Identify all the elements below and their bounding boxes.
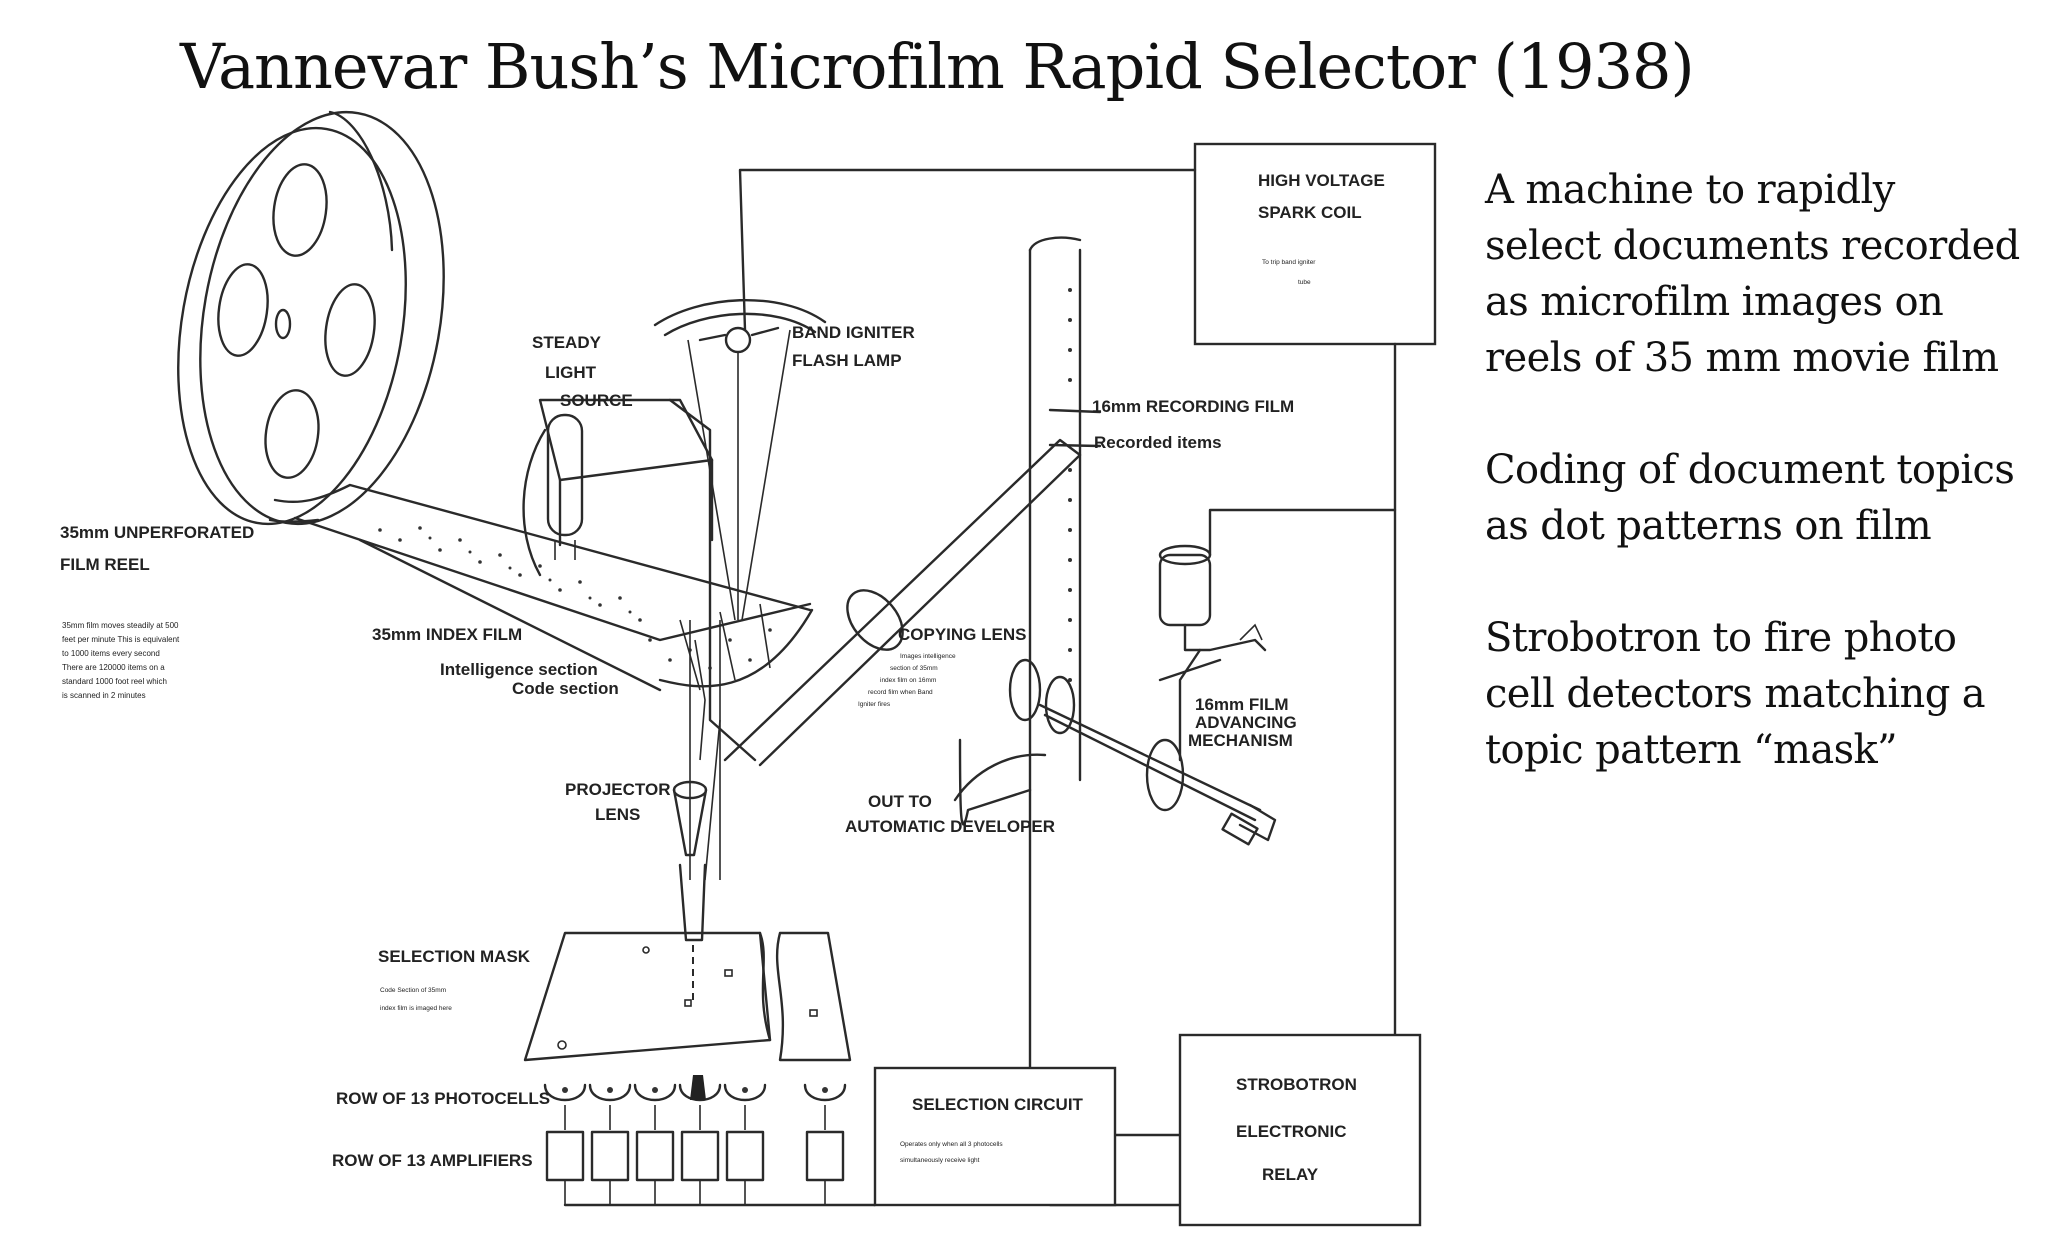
label-film-reel-1: 35mm UNPERFORATED	[60, 523, 254, 542]
label-recording-film: 16mm RECORDING FILM	[1092, 397, 1294, 416]
label-index-film: 35mm INDEX FILM	[372, 625, 522, 644]
label-selection-mask: SELECTION MASK	[378, 947, 531, 966]
mask-note-1: Code Section of 35mm	[380, 987, 446, 994]
point-rapid-selection: A machine to rapidly select documents re…	[1485, 162, 2045, 386]
label-projector-lens-1: PROJECTOR	[565, 780, 671, 799]
reel-note-2: feet per minute This is equivalent	[62, 635, 180, 644]
high-voltage-note-2: tube	[1298, 279, 1311, 286]
reel-note-6: is scanned in 2 minutes	[62, 691, 146, 700]
label-out-to-1: OUT TO	[868, 792, 932, 811]
flash-lamp	[655, 300, 825, 620]
recording-film	[955, 238, 1100, 1070]
copying-note-4: record film when Band	[868, 689, 933, 696]
point-topic-coding: Coding of document topics as dot pattern…	[1485, 442, 2045, 554]
label-strobotron-1: STROBOTRON	[1236, 1075, 1357, 1094]
label-steady-light-1: STEADY	[532, 333, 602, 352]
reel-note-5: standard 1000 foot reel which	[62, 677, 167, 686]
film-reel-drawing	[149, 93, 474, 544]
reel-note-3: to 1000 items every second	[62, 649, 160, 658]
label-film-advancing-3: MECHANISM	[1188, 731, 1293, 750]
description-points: A machine to rapidly select documents re…	[1485, 162, 2045, 834]
selection-note-1: Operates only when all 3 photocells	[900, 1141, 1003, 1148]
selection-mask	[525, 933, 850, 1060]
label-code-section: Code section	[512, 679, 619, 698]
selection-note-2: simultaneously receive light	[900, 1157, 980, 1164]
label-projector-lens-2: LENS	[595, 805, 640, 824]
label-strobotron-3: RELAY	[1262, 1165, 1319, 1184]
label-intelligence-section: Intelligence section	[440, 660, 598, 679]
label-band-igniter-1: BAND IGNITER	[792, 323, 915, 342]
label-steady-light-2: LIGHT	[545, 363, 597, 382]
reel-note-4: There are 120000 items on a	[62, 663, 165, 672]
label-film-reel-2: FILM REEL	[60, 555, 150, 574]
label-out-to-2: AUTOMATIC DEVELOPER	[845, 817, 1055, 836]
high-voltage-note-1: To trip band igniter	[1262, 259, 1316, 266]
mask-note-2: index film is imaged here	[380, 1005, 452, 1012]
label-selection-circuit: SELECTION CIRCUIT	[912, 1095, 1084, 1114]
reel-note-1: 35mm film moves steadily at 500	[62, 621, 179, 630]
label-amplifiers: ROW OF 13 AMPLIFIERS	[332, 1151, 533, 1170]
label-film-advancing-1: 16mm FILM	[1195, 695, 1289, 714]
label-photocells: ROW OF 13 PHOTOCELLS	[336, 1089, 550, 1108]
amplifier-row	[547, 1105, 875, 1205]
label-copying-lens: COPYING LENS	[898, 625, 1026, 644]
label-strobotron-2: ELECTRONIC	[1236, 1122, 1347, 1141]
label-high-voltage-2: SPARK COIL	[1258, 203, 1362, 222]
label-high-voltage-1: HIGH VOLTAGE	[1258, 171, 1385, 190]
copying-note-2: section of 35mm	[890, 665, 938, 672]
point-strobotron: Strobotron to fire photo cell detectors …	[1485, 610, 2045, 778]
label-film-advancing-2: ADVANCING	[1195, 713, 1297, 732]
label-recorded-items: Recorded items	[1094, 433, 1222, 452]
copying-note-1: Images intelligence	[900, 653, 956, 660]
copying-note-5: Igniter fires	[858, 701, 891, 708]
label-steady-light-3: SOURCE	[560, 391, 633, 410]
copying-note-3: index film on 16mm	[880, 677, 936, 684]
label-band-igniter-2: FLASH LAMP	[792, 351, 902, 370]
selection-circuit-box	[875, 1068, 1115, 1205]
photocell-row	[545, 1075, 845, 1100]
